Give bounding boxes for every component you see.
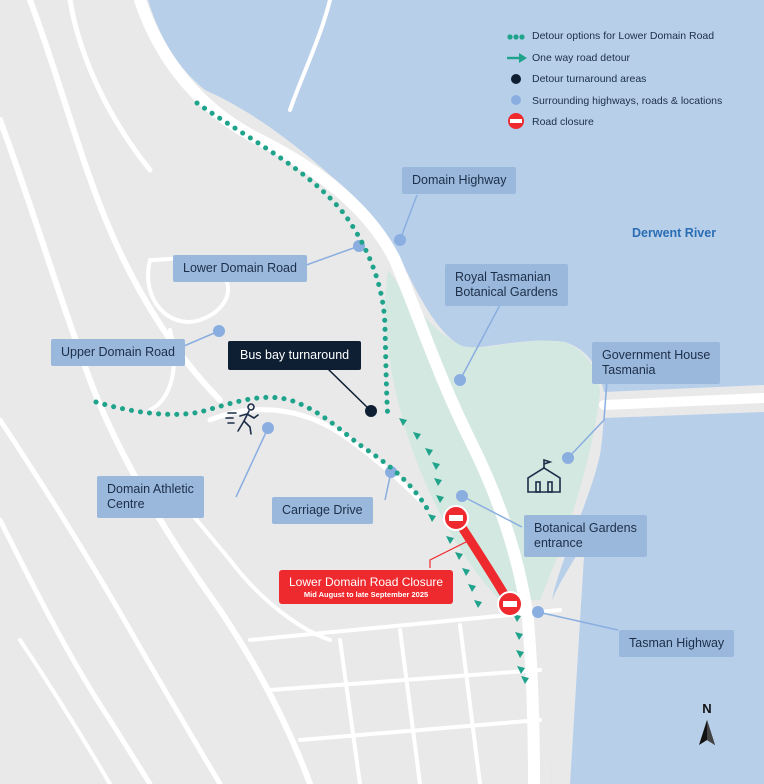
north-indicator: N [702, 701, 712, 716]
no-entry-icon [497, 591, 523, 617]
label-road-closure: Lower Domain Road Closure Mid August to … [279, 570, 454, 604]
label-upper-domain-road: Upper Domain Road [51, 339, 185, 366]
bus-bay-turnaround-marker [365, 405, 377, 417]
label-domain-highway: Domain Highway [402, 167, 517, 194]
one-way-arrows [399, 418, 529, 684]
north-arrow-icon [699, 720, 715, 745]
label-tasman-highway: Tasman Highway [619, 630, 735, 657]
label-royal-tasmanian-botanical-gardens: Royal Tasmanian Botanical Gardens [445, 264, 568, 306]
detour-route-lower-domain [194, 100, 391, 423]
runner-icon [225, 403, 259, 435]
location-markers [213, 234, 574, 618]
label-bus-bay-turnaround: Bus bay turnaround [228, 341, 362, 370]
detour-route-upper [93, 394, 431, 513]
no-entry-icon [443, 505, 469, 531]
derwent-river-water [148, 0, 764, 784]
label-domain-athletic-centre: Domain Athletic Centre [97, 476, 204, 518]
label-botanical-gardens-entrance: Botanical Gardens entrance [524, 515, 647, 557]
label-derwent-river: Derwent River [632, 226, 717, 240]
label-government-house: Government House Tasmania [592, 342, 721, 384]
legend-symbols [507, 34, 527, 129]
label-carriage-drive: Carriage Drive [272, 497, 373, 524]
label-lower-domain-road: Lower Domain Road [173, 255, 307, 282]
building-icon [527, 458, 561, 493]
